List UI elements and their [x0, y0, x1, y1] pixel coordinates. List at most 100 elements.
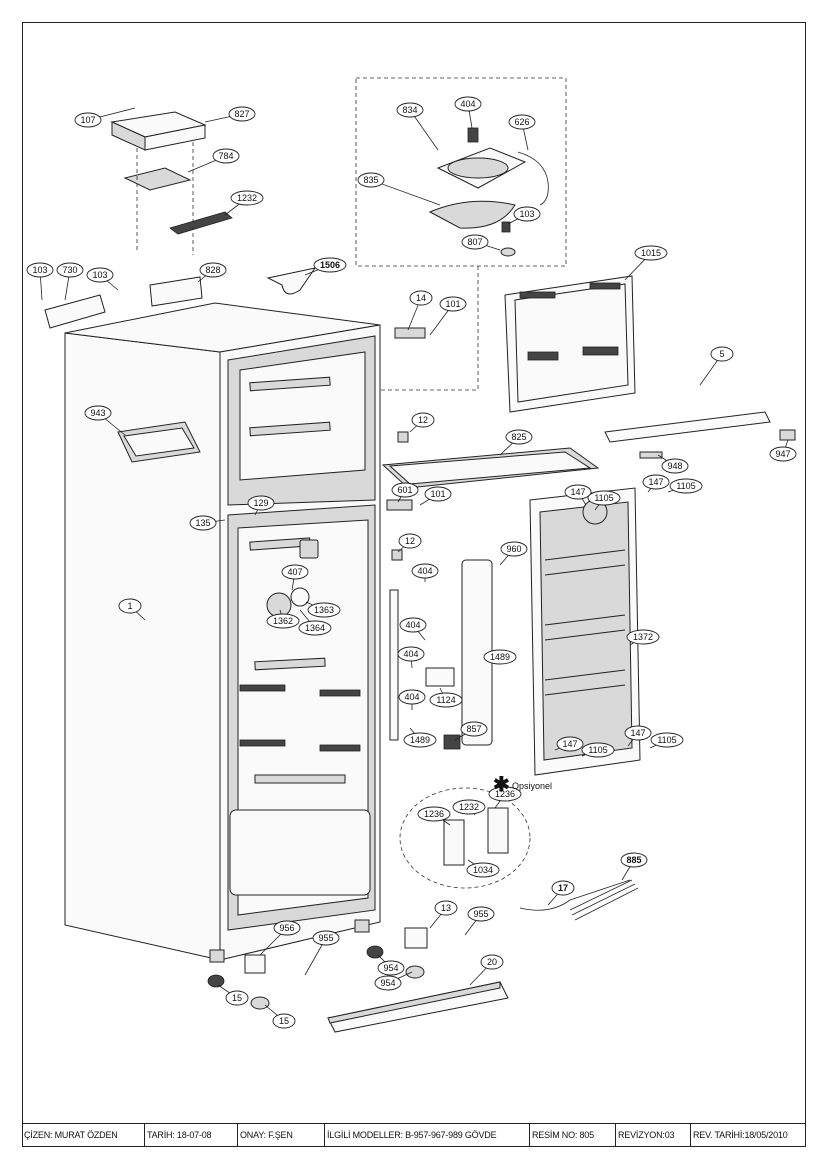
callout-bubble [513, 206, 541, 222]
part-number-label: 943 [90, 408, 105, 418]
part-1236-b [487, 807, 509, 854]
callout-bubble [409, 290, 433, 306]
inner-ribs [229, 376, 371, 896]
callout-bubble [398, 689, 426, 705]
part-number-label: 1363 [314, 605, 334, 615]
callout-bubble [374, 975, 402, 991]
callout-bubble [357, 172, 385, 188]
part-1362 [266, 592, 292, 618]
callout-bubble [228, 106, 256, 122]
part-number-label: 1236 [424, 809, 444, 819]
part-number-label: 947 [775, 449, 790, 459]
part-948 [639, 451, 663, 459]
part-number-label: 1364 [305, 623, 325, 633]
callout-bubble [391, 482, 419, 498]
callout-bubble [634, 245, 668, 261]
part-number-label: 1489 [490, 652, 510, 662]
callout-bubble [467, 906, 495, 922]
part-number-label: 147 [648, 477, 663, 487]
callout-bubble [84, 405, 112, 421]
part-number-label: 107 [80, 115, 95, 125]
callout-bubble [769, 446, 797, 462]
callout-bubble [439, 296, 467, 312]
part-number-label: 404 [417, 566, 432, 576]
callout-bubble [189, 515, 217, 531]
callout-bubble [488, 786, 522, 802]
part-number-label: 955 [473, 909, 488, 919]
callout-bubble [398, 533, 422, 549]
callout-bubble [620, 852, 648, 868]
part-954-b [366, 945, 384, 959]
part-number-label: 956 [279, 923, 294, 933]
part-5 [604, 411, 771, 443]
optional-top-box [355, 77, 567, 267]
revision-date: REV. TARİHİ:18/05/2010 [693, 1130, 788, 1140]
part-number-label: 103 [92, 270, 107, 280]
part-number-label: 17 [558, 883, 568, 893]
part-number-label: 14 [416, 293, 426, 303]
part-number-label: 828 [205, 265, 220, 275]
callout-bubble [312, 930, 340, 946]
callout-bubble [669, 478, 703, 494]
callout-bubble [266, 613, 300, 629]
callout-bubble [56, 262, 84, 278]
callout-bubble [642, 474, 670, 490]
revision: REVİZYON:03 [616, 1124, 691, 1147]
part-number-label: 1362 [273, 616, 293, 626]
part-number-label: 1372 [633, 632, 653, 642]
callout-bubble [480, 954, 504, 970]
callout-bubble [411, 563, 439, 579]
part-number-label: 954 [380, 978, 395, 988]
part-number-label: 101 [430, 489, 445, 499]
callout-bubble [508, 114, 536, 130]
part-number-label: 730 [62, 265, 77, 275]
callout-bubble [587, 490, 621, 506]
callout-bubble [298, 620, 332, 636]
part-number-label: 834 [402, 105, 417, 115]
part-number-label: 15 [279, 1016, 289, 1026]
part-number-label: 1 [127, 601, 132, 611]
related-models: İLGİLİ MODELLER: B-957-967-989 GÖVDE [325, 1124, 530, 1147]
callout-bubble [272, 1013, 296, 1029]
part-number-label: 129 [253, 498, 268, 508]
part-number-label: 1105 [594, 493, 613, 503]
callout-bubble [212, 148, 240, 164]
part-number-label: 1034 [473, 865, 493, 875]
drawn-by: ÇİZEN: MURAT ÖZDEN [22, 1124, 145, 1147]
callout-bubble [396, 102, 424, 118]
part-number-label: 15 [232, 993, 242, 1003]
callout-bubble [273, 920, 301, 936]
drawing-number: RESİM NO: 805 [530, 1124, 616, 1147]
part-956 [244, 954, 266, 974]
drawing-frame [22, 22, 806, 1147]
callout-bubble [581, 742, 615, 758]
callout-bubble [411, 412, 435, 428]
callout-bubble [118, 598, 142, 614]
callout-bubble [661, 458, 689, 474]
callout-bubble [710, 346, 734, 362]
part-number-label: 147 [562, 739, 577, 749]
part-number-label: 147 [630, 728, 645, 738]
callout-bubble [505, 429, 533, 445]
part-number-label: 1015 [641, 248, 661, 258]
part-number-label: 1105 [657, 735, 676, 745]
part-number-label: 404 [403, 649, 418, 659]
part-number-label: 404 [404, 692, 419, 702]
callout-bubble [624, 725, 652, 741]
part-1232-top [169, 211, 233, 235]
callout-bubble [86, 267, 114, 283]
part-number-label: 407 [287, 567, 302, 577]
part-number-label: 103 [32, 265, 47, 275]
part-1506 [266, 267, 317, 295]
callout-bubble [399, 617, 427, 633]
part-number-label: 955 [318, 933, 333, 943]
optional-box-leader [356, 266, 479, 391]
part-number-label: 626 [514, 117, 529, 127]
callout-bubble [281, 564, 309, 580]
callout-bubble [417, 806, 451, 822]
part-number-label: 885 [626, 855, 641, 865]
part-number-label: 948 [667, 461, 682, 471]
part-947 [779, 429, 796, 441]
callout-bubble [74, 112, 102, 128]
callout-bubble [461, 234, 489, 250]
